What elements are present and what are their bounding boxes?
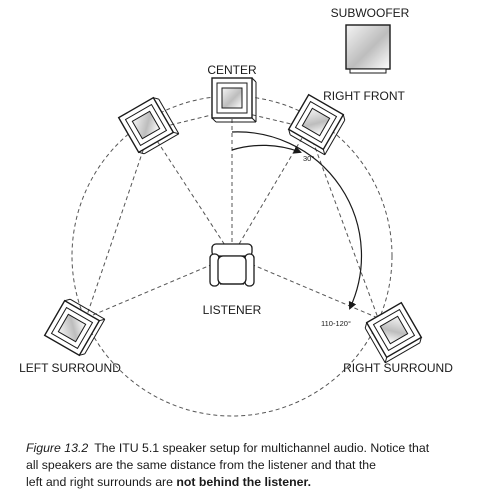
angle-arc-front (231, 144, 302, 154)
listener-chair-icon (209, 243, 255, 287)
figure-caption: Figure 13.2 The ITU 5.1 speaker setup for… (26, 440, 488, 491)
caption-line-3: left and right surrounds are (26, 475, 177, 489)
angle-arc-surround (231, 131, 363, 310)
speaker-setup-diagram: SUBWOOFER CENTER RIGHT FRONT LISTENER LE… (19, 6, 453, 417)
caption-emphasis: not behind the listener. (176, 475, 311, 489)
center-speaker-icon (211, 77, 257, 123)
subwoofer-label: SUBWOOFER (331, 6, 410, 20)
right-front-label: RIGHT FRONT (323, 89, 405, 103)
listener-label: LISTENER (203, 303, 262, 317)
angle-surround-label: 110-120° (321, 319, 351, 328)
center-label: CENTER (207, 63, 257, 77)
right-surround-label: RIGHT SURROUND (343, 361, 453, 375)
listening-circle (71, 95, 393, 417)
left-front-speaker-icon (117, 94, 180, 157)
subwoofer-icon (345, 24, 391, 74)
right-surround-speaker-icon (362, 301, 425, 364)
angle-front-label: 30° (303, 154, 314, 163)
caption-line-1: The ITU 5.1 speaker setup for multichann… (94, 441, 430, 455)
figure-number: Figure 13.2 (26, 441, 89, 455)
speaker-rays (85, 109, 379, 319)
left-surround-speaker-icon (43, 296, 106, 359)
left-surround-label: LEFT SURROUND (19, 361, 121, 375)
caption-line-2: all speakers are the same distance from … (26, 458, 376, 472)
